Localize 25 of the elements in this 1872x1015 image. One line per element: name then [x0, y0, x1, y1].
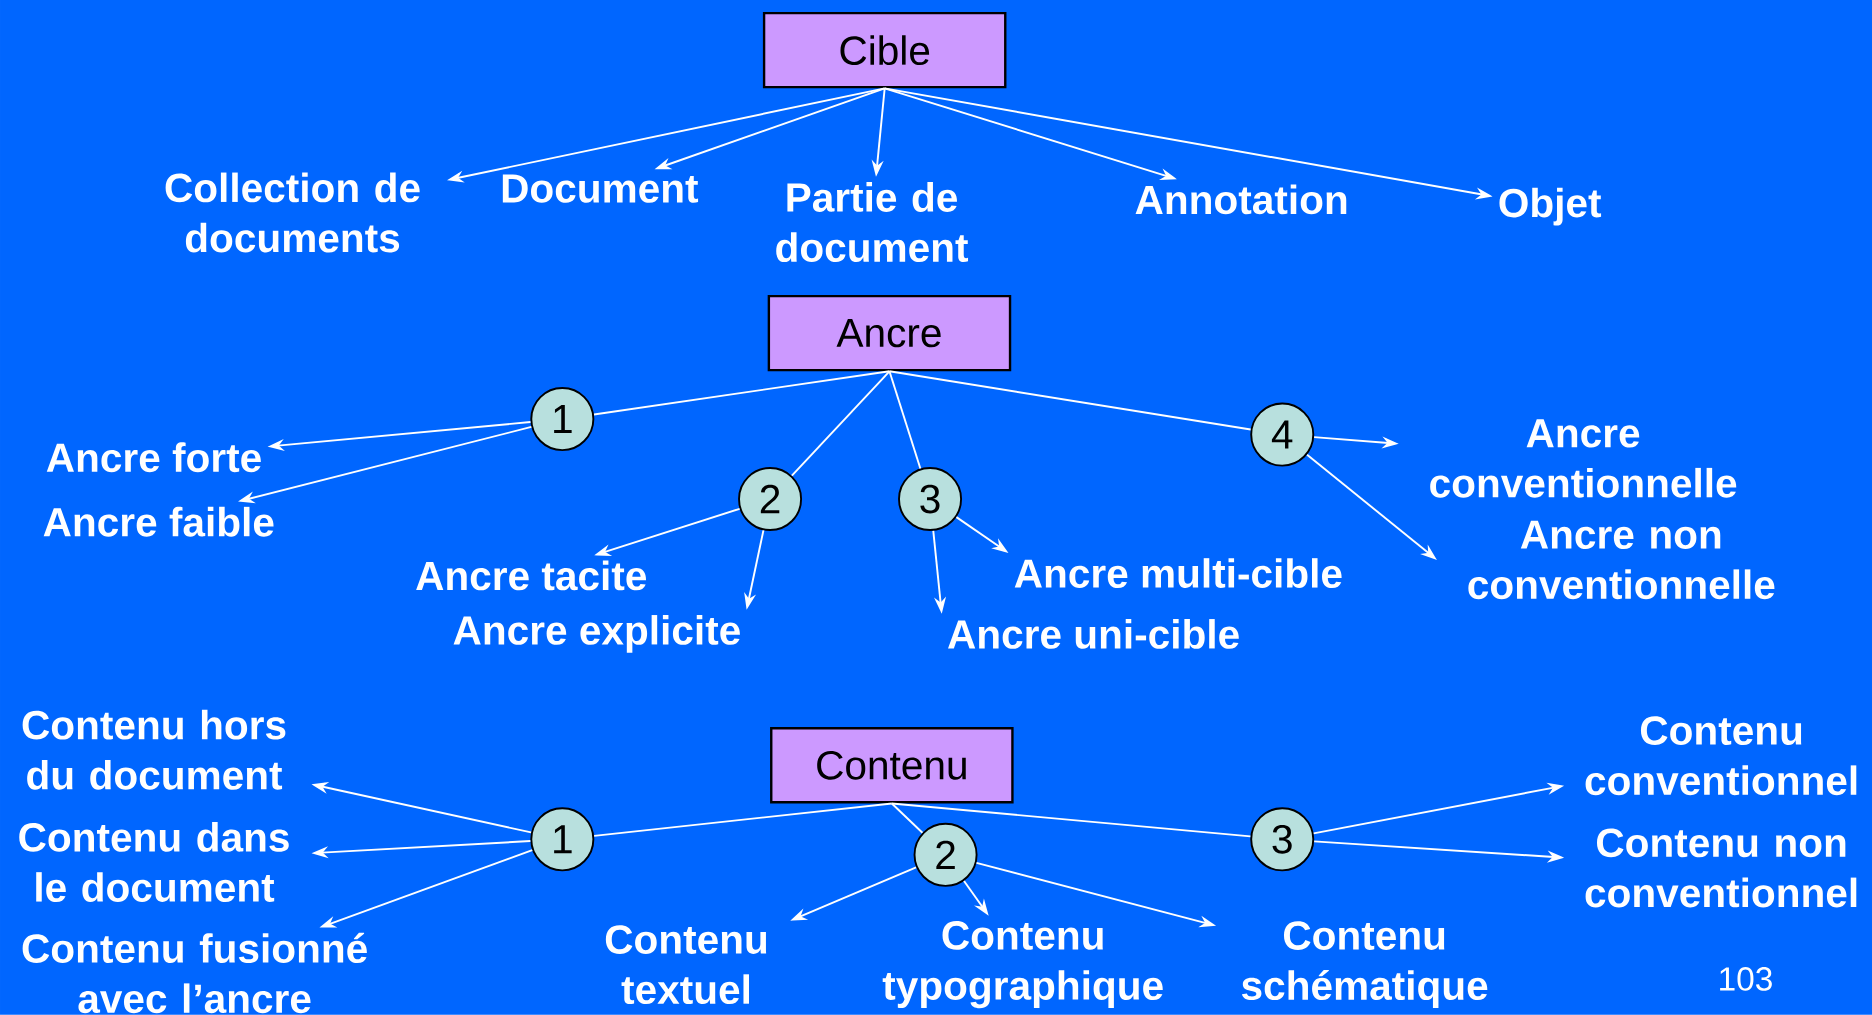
category-label: Annotation: [1135, 184, 1347, 215]
category-label: Ancre explicite: [453, 615, 740, 653]
category-label: Document: [502, 174, 699, 203]
concept-box: Contenu: [770, 727, 1014, 804]
category-label: Contenu conventionnel: [1585, 716, 1857, 796]
category-label: Ancre conventionnelle: [1430, 419, 1737, 498]
category-label: Contenu dans le document: [19, 822, 289, 903]
category-label: Contenu fusionné avec l’ancre: [22, 932, 367, 1014]
page-number: 103: [1720, 967, 1772, 991]
category-label: Contenu hors du document: [22, 709, 286, 790]
category-label: Contenu non conventionnel: [1585, 828, 1857, 908]
category-label: Ancre faible: [43, 506, 274, 537]
concept-box: Ancre: [767, 295, 1012, 372]
category-label: Contenu textuel: [605, 925, 767, 1005]
category-label: Partie de document: [776, 182, 969, 263]
category-label: Ancre non conventionnelle: [1468, 520, 1775, 600]
category-label: Collection de documents: [165, 172, 420, 253]
category-label: Contenu typographique: [882, 921, 1163, 1009]
category-label: Ancre tacite: [416, 560, 647, 591]
category-label: Contenu schématique: [1241, 921, 1488, 1009]
category-label: Ancre forte: [46, 442, 261, 473]
category-label: Ancre multi-cible: [1014, 558, 1342, 589]
concept-box: Cible: [762, 12, 1007, 89]
category-label: Ancre uni-cible: [948, 619, 1239, 649]
category-label: Objet: [1499, 187, 1602, 226]
